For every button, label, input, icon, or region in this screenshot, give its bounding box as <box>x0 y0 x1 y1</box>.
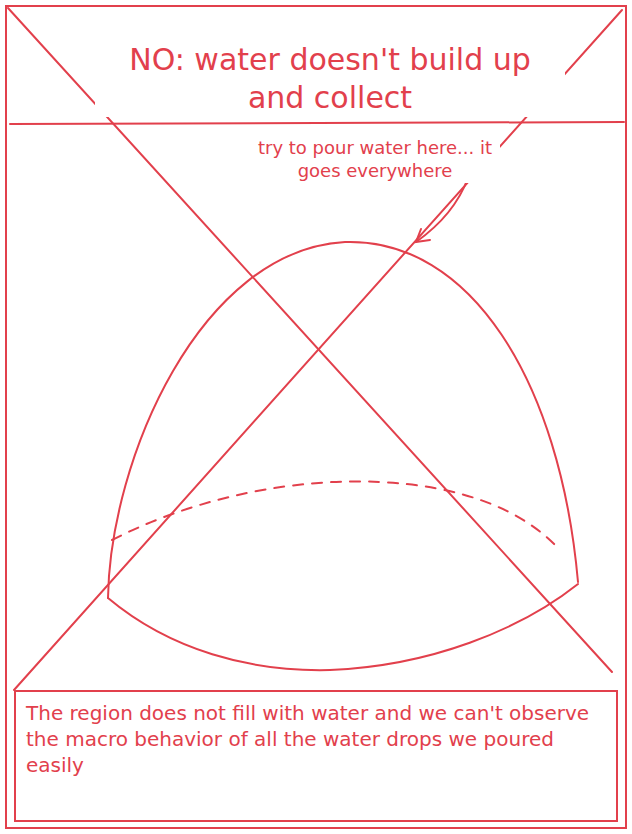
note-text: The region does not fill with water and … <box>26 700 606 778</box>
card-border <box>6 6 626 828</box>
dome-outline <box>108 242 578 598</box>
note-box: The region does not fill with water and … <box>14 690 618 822</box>
annotation-text: try to pour water here... it goes everyw… <box>250 136 500 183</box>
cross-line <box>14 10 622 690</box>
cross-line <box>8 8 612 672</box>
arrow-head <box>416 229 430 242</box>
heading-text: NO: water doesn't build up and collect <box>95 40 565 117</box>
divider-line <box>10 122 624 124</box>
callout-arrow <box>416 178 468 242</box>
dome-base-front <box>108 584 578 670</box>
dome-base-back <box>112 481 558 548</box>
